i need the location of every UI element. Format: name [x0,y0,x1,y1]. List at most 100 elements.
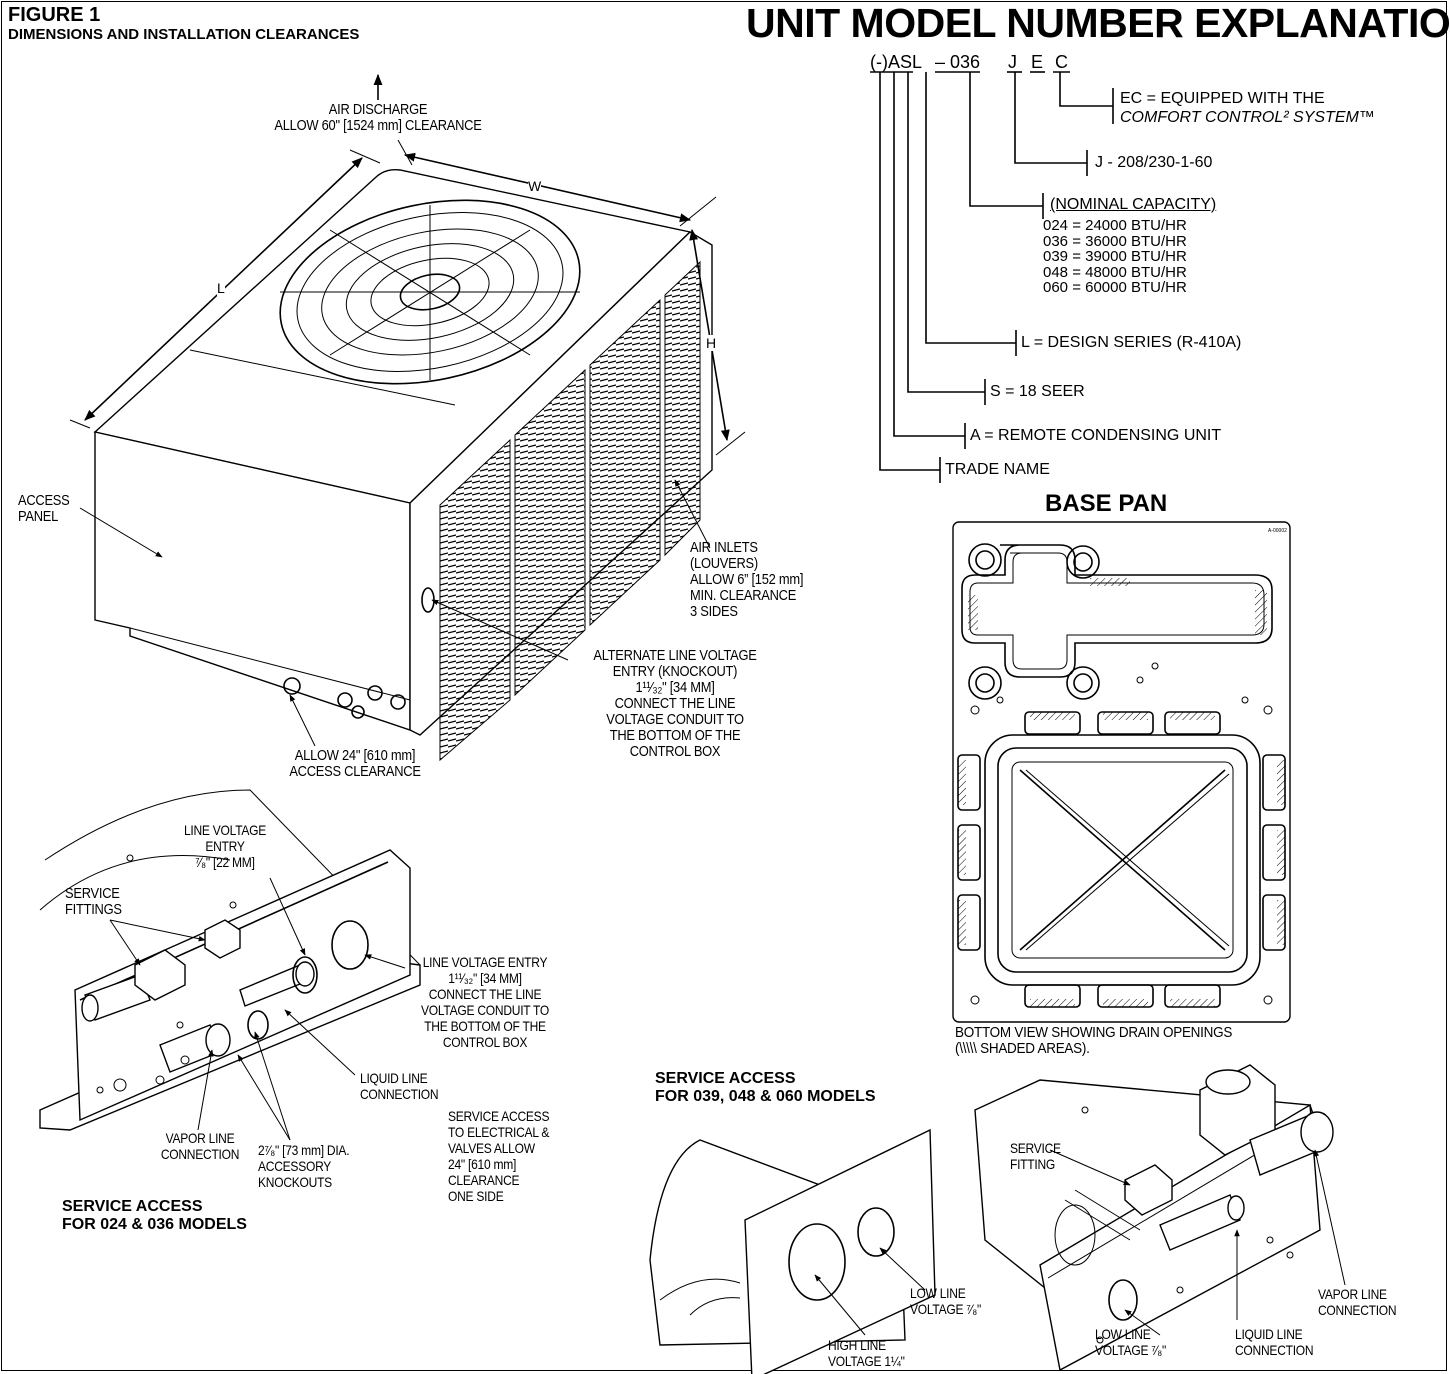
air-inlets-label: AIR INLETS (LOUVERS) ALLOW 6” [152 mm] M… [690,540,803,620]
service-large-title-2: FOR 039, 048 & 060 MODELS [655,1088,876,1105]
alternate-entry-line: VOLTAGE CONDUIT TO [606,711,744,728]
knockouts-label: 2⁷⁄₈" [73 mm] DIA. ACCESSORY KNOCKOUTS [258,1142,350,1190]
alternate-entry-line: ALTERNATE LINE VOLTAGE [593,647,757,664]
line-voltage-entry-large-line: VOLTAGE CONDUIT TO [420,1002,550,1018]
model-code-c: C [1055,52,1068,72]
liquid-line-large-line: LIQUID LINE [1235,1326,1303,1342]
base-pan-caption: BOTTOM VIEW SHOWING DRAIN OPENINGS (\\\\… [955,1025,1232,1057]
low-line-voltage-b-label: LOW LINE VOLTAGE ⁷⁄₈" [1095,1326,1166,1358]
service-clearance-line: CLEARANCE [448,1172,520,1188]
figure-subtitle: DIMENSIONS AND INSTALLATION CLEARANCES [8,26,360,43]
seer-label: S = 18 SEER [990,383,1085,400]
model-code-voltage: J [1008,52,1017,72]
access-panel-label: ACCESS PANEL [18,493,70,525]
knockouts-line: 2⁷⁄₈" [73 mm] DIA. [258,1142,350,1158]
capacity-row: 036 = 36000 BTU/HR [1043,232,1187,250]
ec-label-1: EC = EQUIPPED WITH THE [1120,90,1325,107]
service-large-title-1: SERVICE ACCESS [655,1070,796,1087]
base-pan-title: BASE PAN [1045,490,1168,517]
alternate-entry-line: THE BOTTOM OF THE [609,727,741,744]
line-voltage-entry-line: ENTRY [205,838,245,854]
model-code-series: (-)ASL [870,52,923,72]
access-panel-line: PANEL [18,508,59,525]
access-clearance-line: ALLOW 24" [610 mm] [294,747,416,764]
service-panel-large-right-drawing [974,1064,1346,1372]
air-inlets-line: MIN. CLEARANCE [690,587,797,604]
access-clearance-label: ALLOW 24" [610 mm] ACCESS CLEARANCE [269,748,441,780]
low-line-voltage-b-line: VOLTAGE ⁷⁄₈" [1095,1342,1166,1358]
low-line-voltage-a-line: VOLTAGE ⁷⁄₈" [910,1301,981,1317]
alternate-entry-line: ENTRY (KNOCKOUT) [612,663,738,680]
line-voltage-entry-large-line: 1¹¹⁄₃₂" [34 MM] [448,970,522,986]
alternate-entry-line: CONNECT THE LINE [614,695,736,712]
ec-label-2: COMFORT CONTROL² SYSTEM™ [1120,109,1375,126]
line-voltage-entry-large-line: LINE VOLTAGE ENTRY [422,954,548,970]
air-inlets-line: ALLOW 6” [152 mm] [690,571,804,588]
service-small-title-1: SERVICE ACCESS [62,1198,203,1215]
line-voltage-entry-large-line: CONTROL BOX [442,1034,528,1050]
vapor-line-label: VAPOR LINE CONNECTION [140,1130,260,1162]
vapor-line-large-label: VAPOR LINE CONNECTION [1318,1286,1397,1318]
air-discharge-line: AIR DISCHARGE [328,101,428,118]
air-inlets-line: 3 SIDES [690,603,738,620]
base-pan-caption-line: BOTTOM VIEW SHOWING DRAIN OPENINGS [955,1024,1233,1041]
service-clearance-line: TO ELECTRICAL & [448,1124,550,1140]
low-line-voltage-a-line: LOW LINE [910,1285,966,1301]
air-inlets-line: (LOUVERS) [690,555,758,572]
line-voltage-entry-large-line: THE BOTTOM OF THE [424,1018,546,1034]
trade-name-label: TRADE NAME [945,461,1050,478]
service-panel-small-drawing [39,789,421,1141]
vapor-line-large-line: VAPOR LINE [1318,1286,1387,1302]
service-fittings-line: SERVICE [65,885,120,902]
service-clearance-line: VALVES ALLOW [448,1140,535,1156]
service-clearance-line: ONE SIDE [448,1188,504,1204]
air-discharge-clearance-line: ALLOW 60" [1524 mm] CLEARANCE [274,117,482,134]
air-discharge-clearance: ALLOW 60" [1524 mm] CLEARANCE [232,118,524,134]
service-clearance-line: SERVICE ACCESS [448,1108,550,1124]
capacity-list: 024 = 24000 BTU/HR 036 = 36000 BTU/HR 03… [1043,218,1187,296]
service-fittings-label: SERVICE FITTINGS [65,886,122,918]
high-line-voltage-line: VOLTAGE 1¼" [828,1353,905,1369]
liquid-line-label: LIQUID LINE CONNECTION [360,1070,439,1102]
capacity-row: 060 = 60000 BTU/HR [1043,279,1187,296]
dimension-l: L [217,280,225,296]
figure-number: FIGURE 1 [8,4,101,26]
remote-label: A = REMOTE CONDENSING UNIT [970,427,1222,444]
model-explanation-title: UNIT MODEL NUMBER EXPLANATION [746,0,1450,46]
knockouts-line: ACCESSORY [258,1158,332,1174]
model-code-capacity: – 036 [935,52,981,72]
high-line-voltage-label: HIGH LINE VOLTAGE 1¼" [828,1337,905,1369]
capacity-row: 039 = 39000 BTU/HR [1043,248,1187,265]
design-series-label: L = DESIGN SERIES (R-410A) [1021,334,1242,351]
base-pan-caption-line: (\\\\\ SHADED AREAS). [955,1040,1090,1057]
access-panel-line: ACCESS [18,492,70,509]
alternate-entry-line: CONTROL BOX [629,743,721,760]
capacity-header: (NOMINAL CAPACITY) [1050,196,1217,213]
service-fittings-line: FITTINGS [65,901,122,918]
voltage-label: J - 208/230-1-60 [1095,154,1213,171]
knockouts-line: KNOCKOUTS [258,1174,332,1190]
alternate-entry-line: 1¹¹⁄₃₂" [34 MM] [635,679,715,696]
service-clearance-label: SERVICE ACCESS TO ELECTRICAL & VALVES AL… [448,1108,549,1204]
air-inlets-line: AIR INLETS [690,539,758,556]
liquid-line-line: CONNECTION [360,1086,439,1102]
base-pan-code: A-00002 [1268,528,1287,534]
vapor-line-line: CONNECTION [160,1146,240,1162]
air-discharge-label: AIR DISCHARGE [292,102,464,118]
alternate-entry-label: ALTERNATE LINE VOLTAGE ENTRY (KNOCKOUT) … [576,648,774,760]
dimension-w: W [528,178,542,194]
line-voltage-entry-large-line: CONNECT THE LINE [428,986,542,1002]
model-code-e: E [1031,52,1044,72]
high-line-voltage-line: HIGH LINE [828,1337,886,1353]
capacity-row: 024 = 24000 BTU/HR [1043,217,1187,234]
line-voltage-entry-large-label: LINE VOLTAGE ENTRY 1¹¹⁄₃₂" [34 MM] CONNE… [408,954,563,1050]
service-fitting-label: SERVICE FITTING [1010,1140,1061,1172]
low-line-voltage-b-line: LOW LINE [1095,1326,1151,1342]
service-clearance-line: 24" [610 mm] [448,1156,517,1172]
service-fitting-line: SERVICE [1010,1140,1061,1156]
line-voltage-entry-label: LINE VOLTAGE ENTRY ⁷⁄₈" [22 MM] [161,822,290,870]
liquid-line-large-line: CONNECTION [1235,1342,1314,1358]
liquid-line-large-label: LIQUID LINE CONNECTION [1235,1326,1314,1358]
service-panel-large-left-drawing [649,1128,936,1374]
capacity-row: 048 = 48000 BTU/HR [1043,263,1187,281]
